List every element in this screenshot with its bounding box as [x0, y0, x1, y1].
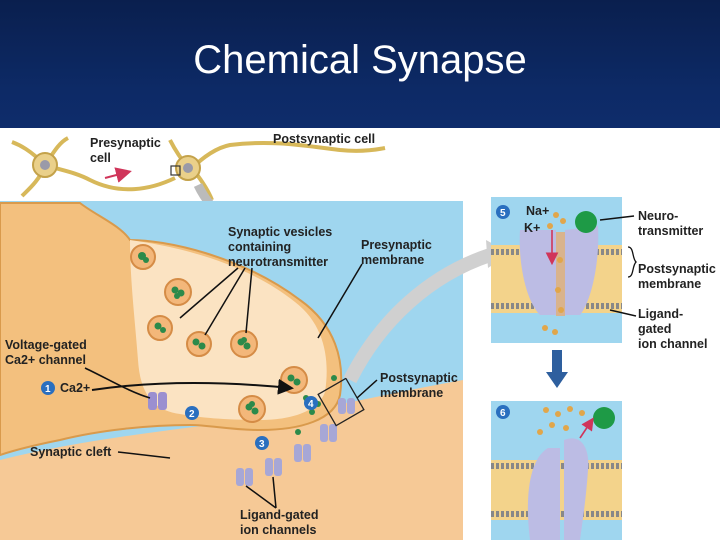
vesicles-label-3: neurotransmitter [228, 255, 328, 269]
na-ion-label: Na+ [526, 204, 549, 218]
step-4-badge: 4 [308, 399, 314, 410]
membrane-bracket [627, 246, 637, 278]
postsynaptic-membrane-right-label-1: Postsynaptic [638, 262, 716, 276]
ligand-gated-channels-label-1: Ligand-gated [240, 508, 318, 522]
presynaptic-membrane-label-2: membrane [361, 253, 424, 267]
presynaptic-cell-label-1: Presynaptic [90, 136, 161, 150]
vesicles-label-1: Synaptic vesicles [228, 225, 332, 239]
down-arrow-shaft [552, 350, 562, 374]
postsynaptic-membrane-right-label-2: membrane [638, 277, 701, 291]
vesicles-label-2: containing [228, 240, 291, 254]
step-6-badge: 6 [500, 408, 506, 419]
ligand-gated-label-1: Ligand- [638, 307, 683, 321]
synaptic-cleft-label: Synaptic cleft [30, 445, 112, 459]
synapse-panel: 1 2 3 4 [0, 201, 510, 540]
step-3-badge: 3 [259, 439, 265, 450]
slide-title: Chemical Synapse [193, 38, 527, 82]
title-bar: Chemical Synapse [0, 0, 720, 128]
ligand-gated-label-3: ion channel [638, 337, 707, 351]
neurotransmitter-label-2: transmitter [638, 224, 703, 238]
panel-step-5: 5 [491, 197, 637, 343]
postsynaptic-membrane-label-1: Postsynaptic [380, 371, 458, 385]
voltage-gated-channel [148, 392, 167, 410]
presynaptic-cell-label-2: cell [90, 151, 111, 165]
step-5-badge: 5 [500, 208, 506, 219]
voltage-gated-label-2: Ca2+ channel [5, 353, 86, 367]
postsynaptic-membrane-label-2: membrane [380, 386, 443, 400]
down-arrow-head [546, 372, 568, 388]
k-ion-label: K+ [524, 221, 540, 235]
step-1-badge: 1 [45, 384, 51, 395]
step-2-badge: 2 [189, 409, 195, 420]
panel-step-6: 6 [491, 401, 622, 540]
ligand-gated-channels-label-2: ion channels [240, 523, 316, 537]
ligand-channels [236, 398, 355, 486]
ca-ion-label: Ca2+ [60, 381, 90, 395]
neurotransmitter-label-1: Neuro- [638, 209, 678, 223]
postsynaptic-cell-label: Postsynaptic cell [273, 132, 375, 146]
voltage-gated-label-1: Voltage-gated [5, 338, 87, 352]
presynaptic-membrane-label-1: Presynaptic [361, 238, 432, 252]
ligand-gated-label-2: gated [638, 322, 671, 336]
